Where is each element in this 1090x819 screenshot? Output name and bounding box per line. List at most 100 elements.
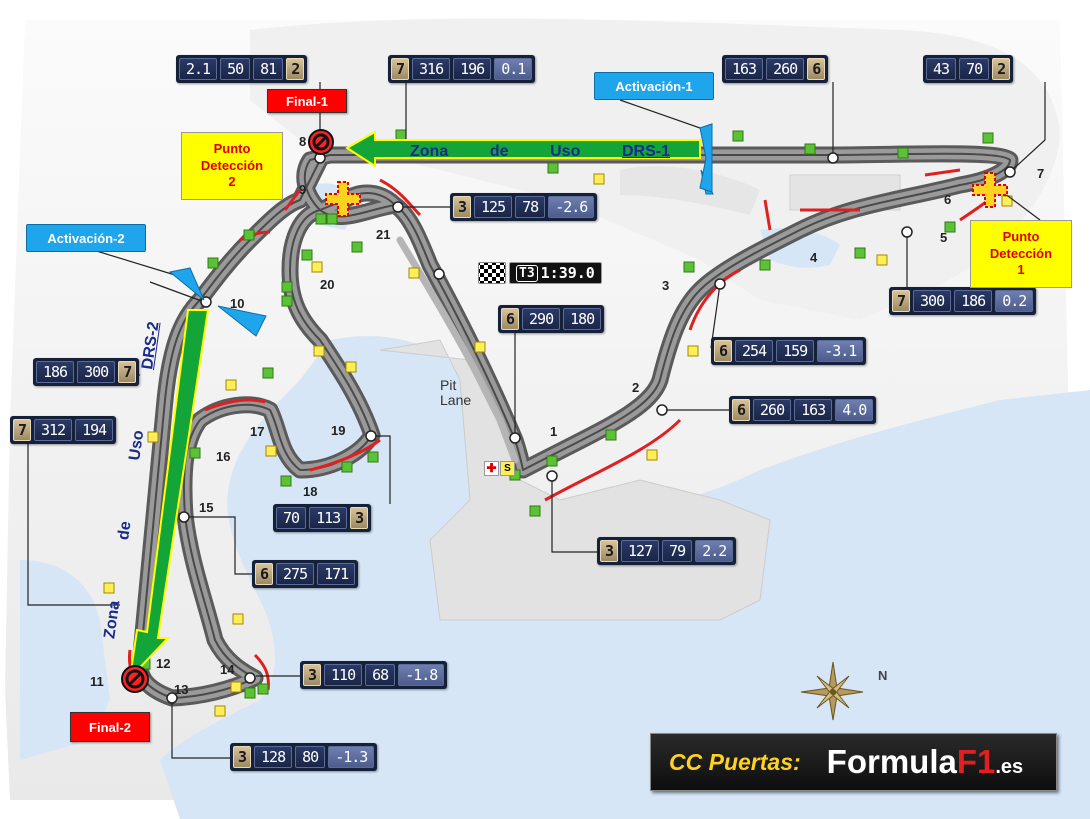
gear-value: 3 (600, 540, 619, 562)
gear-value: 7 (391, 58, 410, 80)
pit-lane-line1: Pit (440, 377, 457, 393)
site-logo-main: Formula (826, 743, 957, 780)
gear-value: 3 (303, 664, 322, 686)
final-2-label: Final-2 (70, 712, 150, 742)
site-logo-domain: .es (995, 756, 1024, 778)
turn-4: 4 (810, 250, 818, 265)
panel-value: 186 (954, 290, 993, 312)
panel-value: 113 (309, 507, 348, 529)
turn-1: 1 (550, 424, 558, 439)
water-west (20, 560, 110, 760)
drs-zone-2-arrow (128, 309, 210, 681)
turn-12: 12 (156, 656, 171, 671)
checkered-flag-icon (478, 262, 506, 284)
drs1-word3: Uso (550, 143, 581, 160)
turn-21: 21 (376, 227, 391, 242)
panel-value: 2.1 (179, 58, 218, 80)
detection-2-line1: Punto (213, 140, 251, 156)
sector-time: T3 1:39.0 (509, 262, 602, 284)
panel-value: 125 (474, 196, 513, 218)
detection-1-line1: Punto (1002, 228, 1040, 244)
drs2-word4: DRS-2 (139, 320, 163, 371)
drs1-word2: de (489, 143, 509, 160)
delta-value: -3.1 (817, 340, 864, 362)
safety-car-icon: S (500, 461, 515, 476)
panel-value: 300 (77, 361, 116, 383)
panel-value: 312 (34, 419, 73, 441)
detection-1-line3: 1 (1017, 262, 1025, 278)
panel-value: 128 (254, 746, 293, 768)
gear-value: 6 (807, 58, 826, 80)
site-logo: FormulaF1.es (827, 743, 1024, 781)
final-1-marker (308, 129, 334, 155)
turn-16: 16 (216, 449, 231, 464)
compass-north-label: N (878, 668, 888, 683)
drs1-word4: DRS-1 (621, 143, 670, 160)
panel-value: 43 (926, 58, 957, 80)
panel-value: 300 (913, 290, 952, 312)
turn-20: 20 (320, 277, 335, 292)
delta-value: 0.1 (494, 58, 533, 80)
hotel-area (620, 166, 760, 215)
drs-zone-1-arrow (345, 130, 701, 168)
turn-13: 13 (174, 682, 189, 697)
drs2-word1: Zona (101, 599, 124, 640)
panel-value: 79 (662, 540, 693, 562)
gear-value: 6 (501, 308, 520, 330)
panel-value: 186 (36, 361, 75, 383)
panel-value: 50 (220, 58, 251, 80)
panel-value: 78 (515, 196, 546, 218)
turn-5: 5 (940, 230, 948, 245)
gear-value: 6 (255, 563, 274, 585)
pit-lane-road (396, 236, 519, 464)
medical-cross-icon: ✚ (484, 461, 499, 476)
panel-value: 159 (776, 340, 815, 362)
panel-value: 194 (75, 419, 114, 441)
waypoints (166, 152, 1016, 704)
gear-value: 7 (118, 361, 137, 383)
panel-value: 70 (959, 58, 990, 80)
detection-1-cross (972, 172, 1008, 208)
turn-10: 10 (230, 296, 245, 311)
panel-value: 110 (324, 664, 363, 686)
activation-2-marker-right (217, 305, 267, 337)
turn-6: 6 (944, 192, 952, 207)
compass-icon (800, 661, 864, 721)
sector-time-panel: T3 1:39.0 (478, 262, 602, 284)
turn-11: 11 (90, 674, 104, 689)
turn-19: 19 (331, 423, 346, 438)
detection-2-line3: 2 (228, 174, 236, 190)
delta-value: -1.3 (328, 746, 375, 768)
drs2-word3: Uso (126, 429, 148, 462)
panel-value: 81 (253, 58, 284, 80)
panel-value: 163 (794, 399, 833, 421)
detection-2-cross (325, 181, 361, 217)
panel-value: 180 (563, 308, 602, 330)
turn-7: 7 (1037, 166, 1045, 181)
detection-2-label: Punto Detección 2 (181, 132, 283, 200)
drs1-word1: Zona (410, 143, 449, 160)
sector-label: T3 (516, 264, 538, 282)
delta-value: 4.0 (835, 399, 874, 421)
author-credit: CC Puertas: (669, 748, 801, 775)
panel-value: 290 (522, 308, 561, 330)
delta-value: 2.2 (695, 540, 734, 562)
gear-value: 6 (732, 399, 751, 421)
panel-value: 275 (276, 563, 315, 585)
panel-value: 254 (735, 340, 774, 362)
delta-value: -1.8 (398, 664, 445, 686)
panel-value: 127 (621, 540, 660, 562)
flag-posts (103, 173, 1013, 717)
